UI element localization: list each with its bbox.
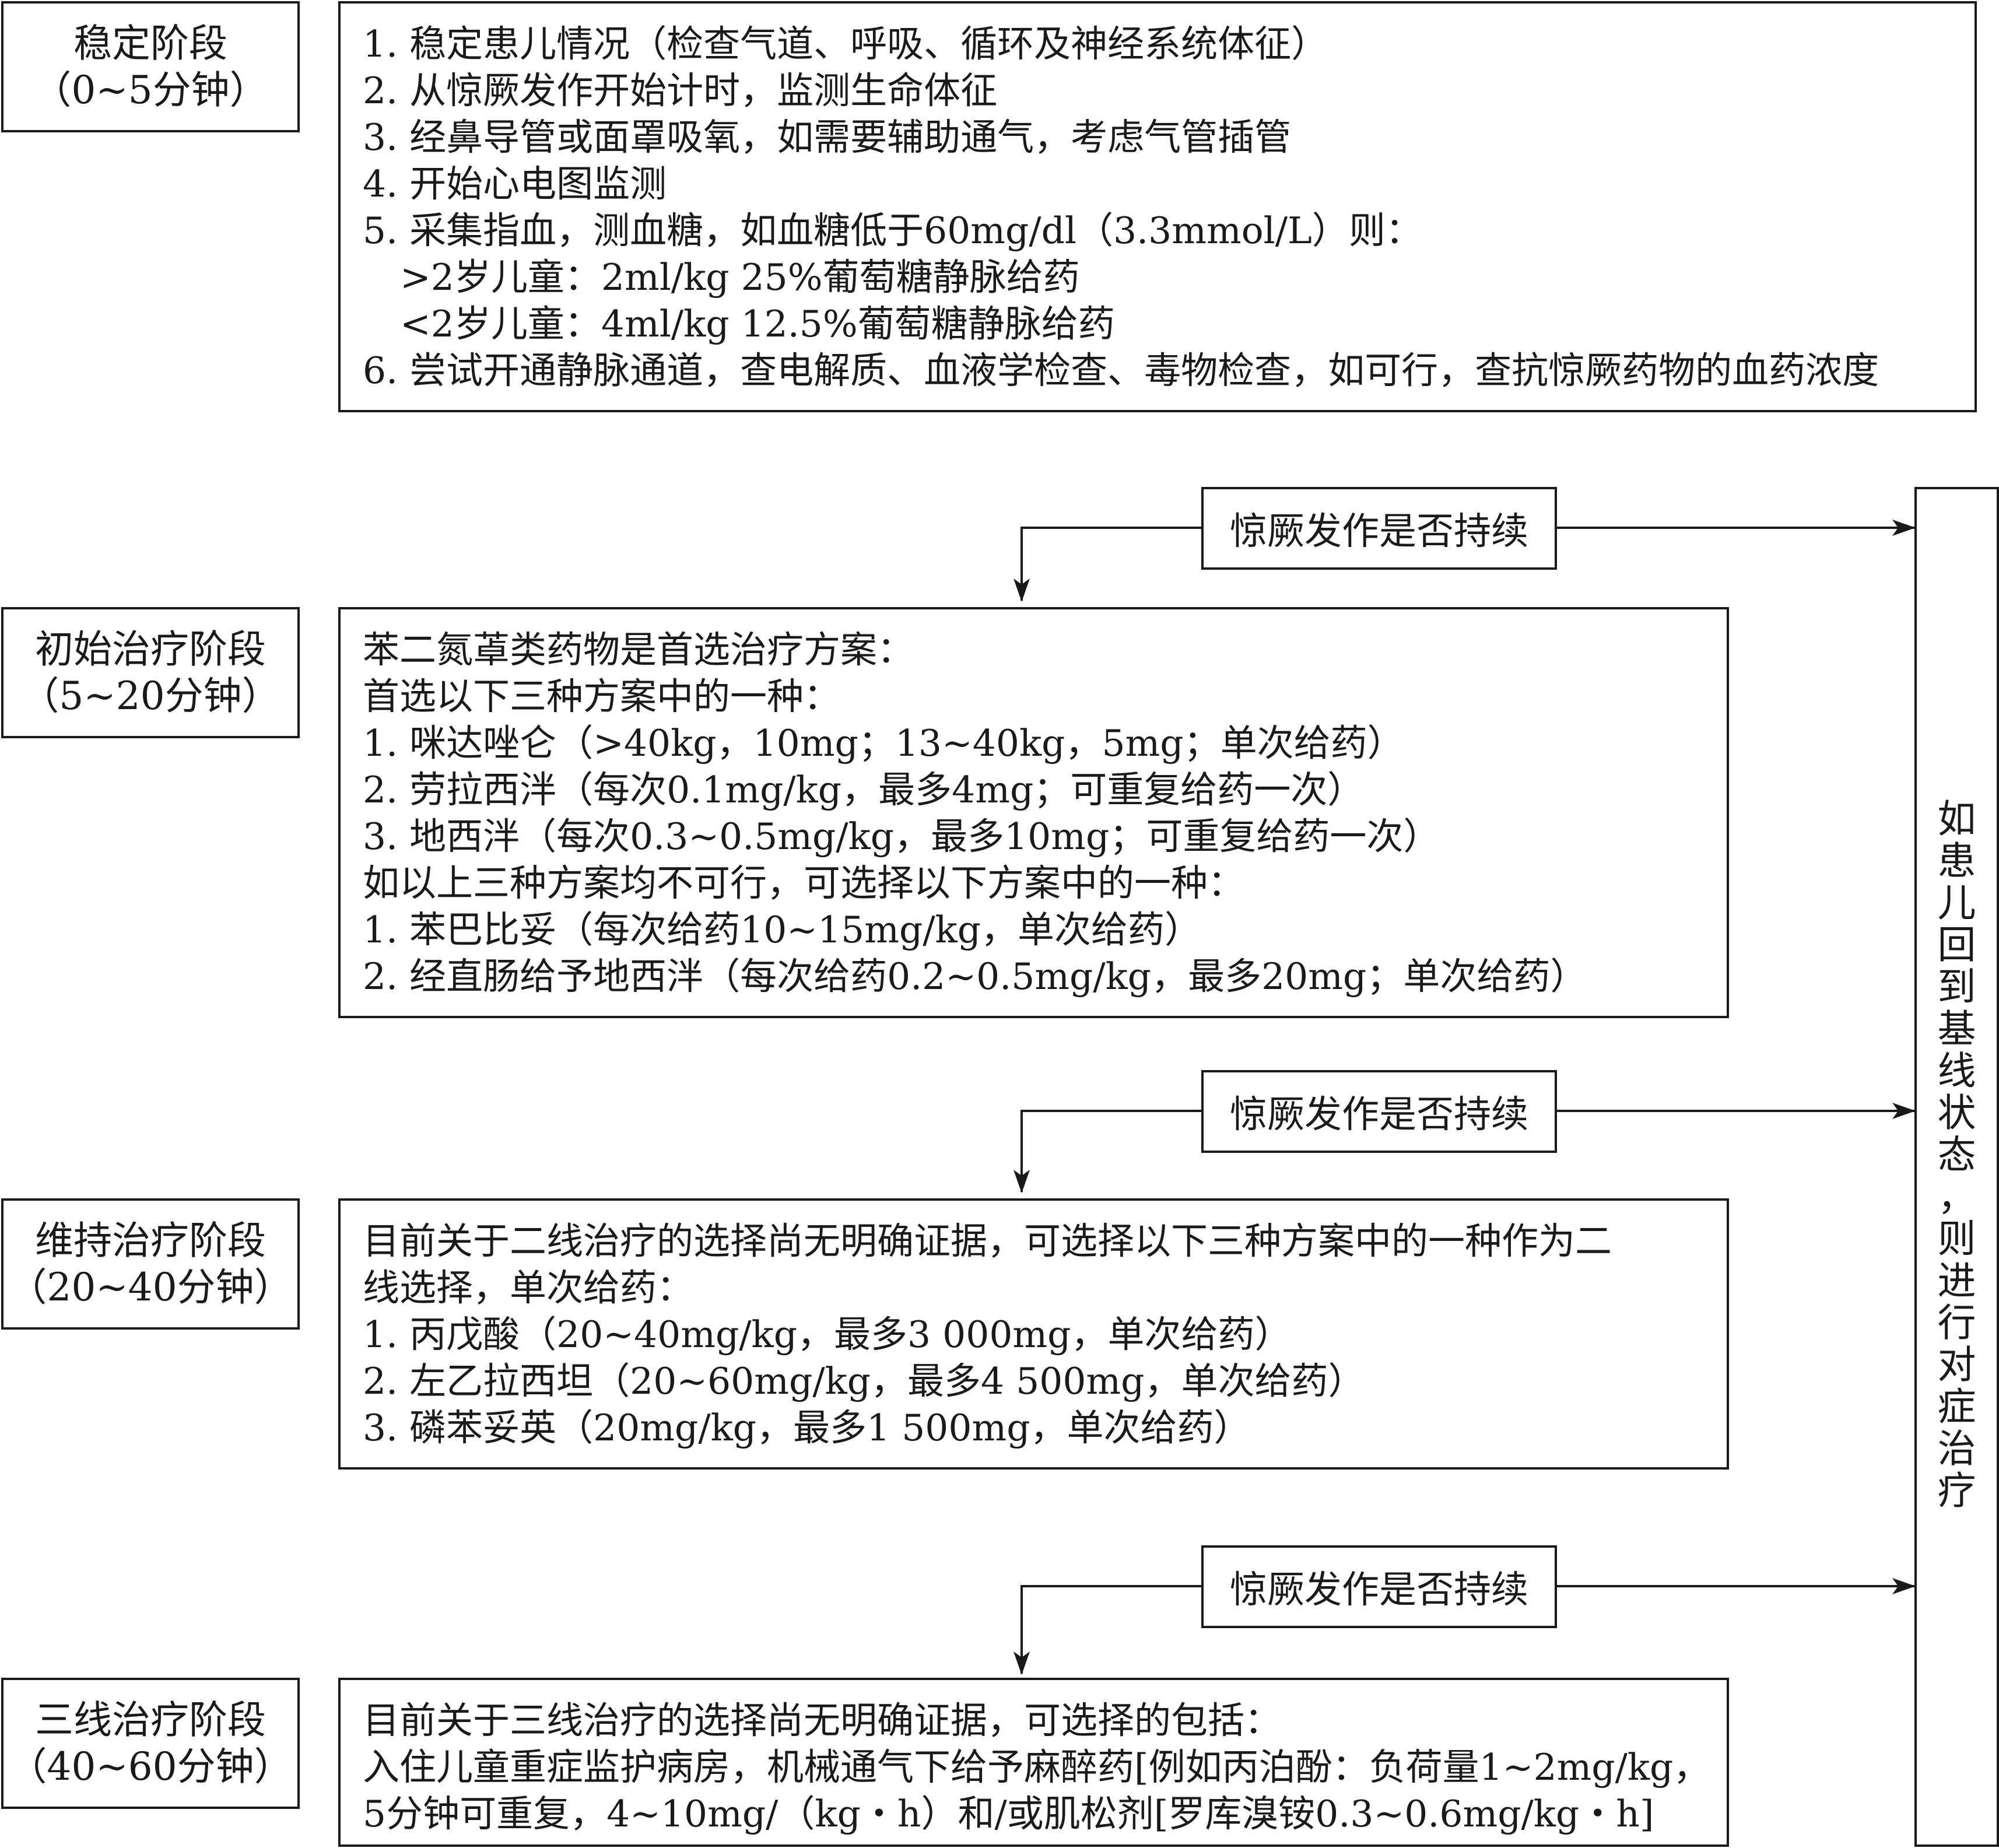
content-line: 如以上三种方案均不可行，可选择以下方案中的一种： — [363, 862, 1244, 904]
content-line: 线选择，单次给药： — [363, 1267, 693, 1309]
content-line: 5分钟可重复，4~10mg/（kg・h）和/或肌松剂[罗库溴铵0.3~0.6mg… — [363, 1793, 1654, 1835]
content-line: 3. 经鼻导管或面罩吸氧，如需要辅助通气，考虑气管插管 — [363, 116, 1292, 159]
side-char: 行 — [1937, 1300, 1976, 1345]
content-line: 1. 咪达唑仑（>40kg，10mg；13~40kg，5mg；单次给药） — [363, 722, 1404, 765]
side-char: 如 — [1937, 797, 1976, 841]
stage-time: （20~40分钟） — [8, 1264, 293, 1310]
stage-time: （5~20分钟） — [20, 673, 280, 718]
content-line: 2. 经直肠给予地西泮（每次给药0.2~0.5mg/kg，最多20mg；单次给药… — [363, 955, 1587, 998]
side-char: 线 — [1937, 1049, 1976, 1093]
decision-box-seizure-persisting-2: 惊厥发作是否持续 — [1201, 1070, 1557, 1153]
side-char: 则 — [1937, 1216, 1976, 1261]
side-char: 回 — [1937, 923, 1976, 967]
decision-label: 惊厥发作是否持续 — [1230, 510, 1528, 553]
content-line: 2. 从惊厥发作开始计时，监测生命体征 — [363, 69, 998, 112]
content-line: 1. 稳定患儿情况（检查气道、呼吸、循环及神经系统体征） — [363, 23, 1328, 65]
connector-down-1 — [1013, 527, 1201, 602]
side-char: 对 — [1937, 1342, 1976, 1387]
decision-box-seizure-persisting-1: 惊厥发作是否持续 — [1201, 487, 1557, 570]
side-char: 基 — [1937, 1007, 1976, 1051]
stage-name: 稳定阶段 — [73, 20, 227, 66]
decision-label: 惊厥发作是否持续 — [1230, 1569, 1528, 1612]
content-box-maintenance-therapy: 目前关于二线治疗的选择尚无明确证据，可选择以下三种方案中的一种作为二 线选择，单… — [338, 1198, 1729, 1470]
stage-name: 初始治疗阶段 — [35, 626, 266, 672]
side-char: 进 — [1937, 1258, 1976, 1303]
stage-time: （0~5分钟） — [33, 67, 268, 113]
content-box-initial-therapy: 苯二氮䓬类药物是首选治疗方案： 首选以下三种方案中的一种： 1. 咪达唑仑（>4… — [338, 607, 1729, 1018]
stage-box-initial-therapy: 初始治疗阶段 （5~20分钟） — [1, 607, 300, 738]
content-line: 3. 地西泮（每次0.3~0.5mg/kg，最多10mg；可重复给药一次） — [363, 815, 1440, 858]
content-line: 1. 丙戊酸（20~40mg/kg，最多3 000mg，单次给药） — [363, 1313, 1292, 1356]
stage-name: 维持治疗阶段 — [35, 1218, 266, 1263]
content-line: 4. 开始心电图监测 — [363, 163, 667, 205]
side-char: 患 — [1937, 839, 1976, 883]
side-box-symptomatic-treatment: 如 患 儿 回 到 基 线 状 态 ， 则 进 行 对 症 治 疗 — [1914, 487, 1999, 1847]
decision-box-seizure-persisting-3: 惊厥发作是否持续 — [1201, 1545, 1557, 1628]
content-box-stabilization: 1. 稳定患儿情况（检查气道、呼吸、循环及神经系统体征） 2. 从惊厥发作开始计… — [338, 1, 1977, 412]
side-char: 到 — [1937, 965, 1976, 1009]
side-char: 态 — [1937, 1132, 1976, 1177]
content-line: 1. 苯巴比妥（每次给药10~15mg/kg，单次给药） — [363, 909, 1202, 951]
stage-box-stabilization: 稳定阶段 （0~5分钟） — [1, 1, 300, 132]
side-char: 疗 — [1937, 1468, 1976, 1513]
content-line: 3. 磷苯妥英（20mg/kg，最多1 500mg，单次给药） — [363, 1407, 1251, 1449]
connector-down-2 — [1013, 1110, 1201, 1193]
side-char: 症 — [1937, 1384, 1976, 1429]
side-char: ， — [1937, 1174, 1976, 1219]
side-char: 治 — [1937, 1426, 1976, 1471]
content-line: 5. 采集指血，测血糖，如血糖低于60mg/dl（3.3mmol/L）则： — [363, 209, 1422, 252]
content-line: 2. 劳拉西泮（每次0.1mg/kg，最多4mg；可重复给药一次） — [363, 769, 1365, 811]
content-line: 目前关于三线治疗的选择尚无明确证据，可选择的包括： — [363, 1699, 1281, 1742]
side-char: 儿 — [1937, 881, 1976, 925]
content-line: 入住儿童重症监护病房，机械通气下给予麻醉药[例如丙泊酚：负荷量1~2mg/kg， — [363, 1746, 1710, 1789]
content-line: <2岁儿童：4ml/kg 12.5%葡萄糖静脉给药 — [400, 303, 1115, 345]
content-line: 首选以下三种方案中的一种： — [363, 675, 840, 718]
content-line: >2岁儿童：2ml/kg 25%葡萄糖静脉给药 — [400, 256, 1080, 299]
connector-down-3 — [1013, 1585, 1201, 1675]
content-box-third-line-therapy: 目前关于三线治疗的选择尚无明确证据，可选择的包括： 入住儿童重症监护病房，机械通… — [338, 1678, 1729, 1847]
content-line: 6. 尝试开通静脉通道，查电解质、血液学检查、毒物检查，如可行，查抗惊厥药物的血… — [363, 349, 1879, 392]
stage-name: 三线治疗阶段 — [35, 1697, 266, 1742]
content-line: 2. 左乙拉西坦（20~60mg/kg，最多4 500mg，单次给药） — [363, 1360, 1365, 1402]
content-line: 目前关于二线治疗的选择尚无明确证据，可选择以下三种方案中的一种作为二 — [363, 1220, 1612, 1263]
stage-time: （40~60分钟） — [8, 1744, 293, 1789]
content-line: 苯二氮䓬类药物是首选治疗方案： — [363, 629, 914, 671]
stage-box-third-line-therapy: 三线治疗阶段 （40~60分钟） — [1, 1678, 300, 1809]
stage-box-maintenance-therapy: 维持治疗阶段 （20~40分钟） — [1, 1198, 300, 1330]
side-char: 状 — [1937, 1090, 1976, 1135]
decision-label: 惊厥发作是否持续 — [1230, 1093, 1528, 1137]
